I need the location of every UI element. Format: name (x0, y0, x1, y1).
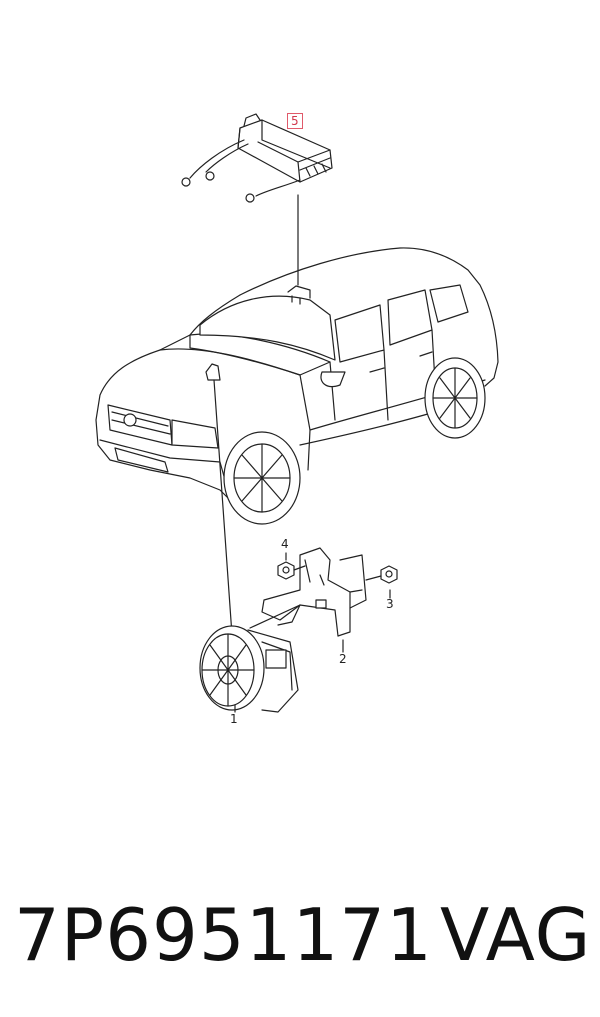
callout-2: 2 (339, 652, 347, 666)
part-number: 7P6951171 (14, 893, 433, 977)
callout-4: 4 (281, 537, 289, 551)
footer: 7P6951171 VAG (0, 880, 600, 990)
callout-5: 5 (287, 113, 303, 129)
leader-horn (213, 379, 233, 636)
nut-4 (277, 561, 306, 580)
mounting-bracket (261, 547, 367, 637)
alarm-horn (199, 604, 301, 713)
vehicle-outline (95, 247, 499, 525)
callout-1: 1 (230, 712, 238, 726)
callout-3: 3 (386, 597, 394, 611)
alarm-control-module (181, 113, 333, 203)
nut-3 (365, 565, 398, 584)
brand-label: VAG (440, 893, 592, 977)
parts-diagram (95, 113, 499, 713)
